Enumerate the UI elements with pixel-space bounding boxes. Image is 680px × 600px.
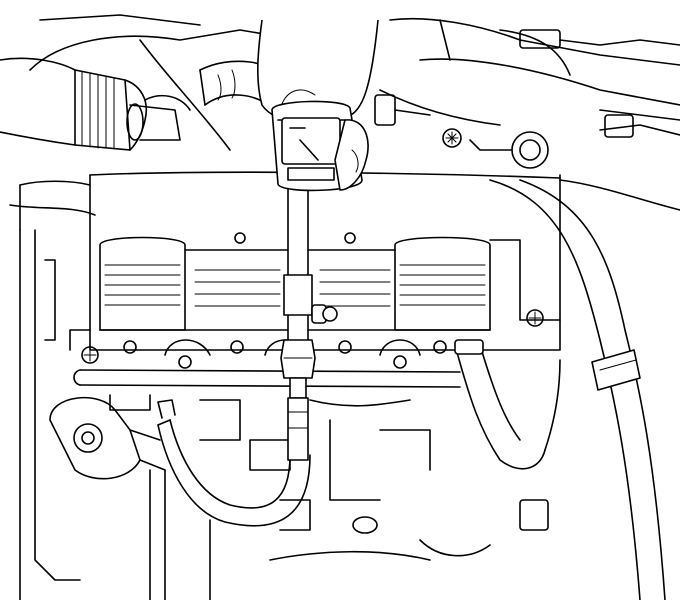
valve-cover <box>19 171 680 351</box>
right-coolant-hose <box>489 179 666 600</box>
upper-right-fittings <box>374 94 549 169</box>
hose-ferrule <box>287 397 309 461</box>
hose-clamp-icon <box>454 339 484 355</box>
bypass-hose <box>454 339 561 470</box>
thermostat-housing <box>49 396 166 480</box>
gauge-needle-icon <box>299 139 319 161</box>
gauge-flex-hose <box>157 399 311 527</box>
upper-engine-background <box>29 14 680 151</box>
air-intake-duct <box>0 57 191 151</box>
coupling-nut <box>289 377 307 399</box>
pressure-release-valve-icon <box>311 304 338 324</box>
torx-bolt-icon <box>442 128 462 148</box>
coolant-pipe <box>73 369 461 388</box>
torx-bolt-icon <box>526 309 544 327</box>
thumb <box>334 119 369 191</box>
tester-check-valve-body <box>283 274 313 316</box>
hose-clamp-icon <box>591 349 641 391</box>
left-hose-ends <box>9 103 181 216</box>
torx-bolt-icon <box>81 346 99 364</box>
compression-tester <box>280 184 338 461</box>
tester-extension-rod <box>287 184 309 346</box>
quick-coupling-icon <box>280 339 316 379</box>
lower-engine-components <box>149 399 549 600</box>
left-engine-block <box>19 229 166 600</box>
gauge-dial-icon <box>281 117 341 165</box>
hand-holding-gauge <box>257 19 379 192</box>
